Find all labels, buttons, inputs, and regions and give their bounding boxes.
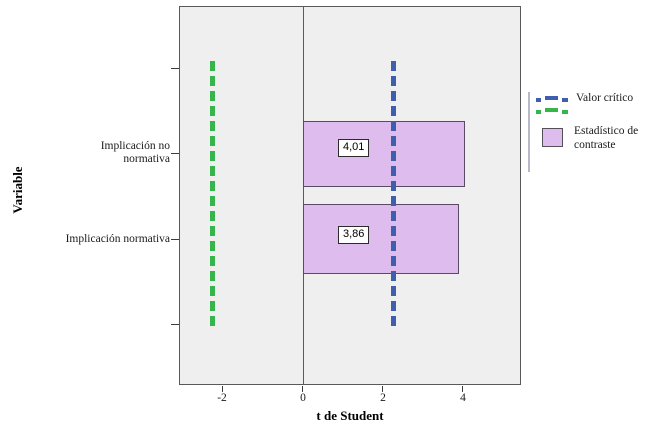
x-tick-mark-2 bbox=[382, 386, 383, 392]
bar-implicacion-normativa[interactable] bbox=[303, 204, 459, 274]
legend-swatch-purple-box bbox=[542, 128, 563, 147]
legend-dash-blue-2 bbox=[545, 96, 558, 100]
critical-value-negative-line bbox=[210, 61, 215, 327]
y-tick-mark-2 bbox=[171, 153, 179, 154]
x-tick-mark-neg2 bbox=[222, 386, 223, 392]
legend-dash-green-1 bbox=[536, 110, 541, 114]
legend-divider bbox=[528, 92, 530, 172]
y-tick-label-implicacion-no-normativa: Implicación no normativa bbox=[100, 140, 170, 165]
y-axis-title: Variable bbox=[10, 166, 25, 214]
y-tick-mark-4 bbox=[171, 324, 179, 325]
zero-reference-line bbox=[303, 7, 304, 384]
legend-dash-green-2 bbox=[545, 108, 558, 112]
x-axis: -2 0 2 4 bbox=[0, 386, 647, 410]
x-tick-label-2: 2 bbox=[380, 392, 386, 404]
legend-item-valor-critico[interactable]: Valor crítico bbox=[528, 92, 647, 119]
plot-area: 4,01 3,86 bbox=[179, 6, 521, 385]
x-tick-label-4: 4 bbox=[460, 392, 466, 404]
y-tick-mark-3 bbox=[171, 239, 179, 240]
critical-value-positive-line bbox=[391, 61, 396, 327]
bar-value-label-3-86: 3,86 bbox=[338, 226, 370, 244]
bar-implicacion-no-normativa[interactable] bbox=[303, 121, 465, 187]
y-axis bbox=[171, 0, 179, 430]
legend-swatch-dashed-lines bbox=[536, 93, 568, 119]
x-axis-title: t de Student bbox=[316, 408, 384, 423]
legend-label-valor-critico: Valor crítico bbox=[576, 92, 634, 104]
y-tick-mark-1 bbox=[171, 68, 179, 69]
legend-dash-blue-1 bbox=[536, 98, 541, 102]
legend: Valor crítico Estadístico de contraste bbox=[528, 92, 647, 172]
legend-dash-blue-3 bbox=[562, 98, 568, 102]
x-tick-label-0: 0 bbox=[300, 392, 306, 404]
bar-value-label-4-01: 4,01 bbox=[338, 139, 370, 157]
legend-item-estadistico-de-contraste[interactable]: Estadístico de contraste bbox=[528, 125, 647, 152]
x-tick-mark-0 bbox=[302, 386, 303, 392]
x-tick-label-neg2: -2 bbox=[217, 392, 227, 404]
legend-label-estadistico-de-contraste: Estadístico de contraste bbox=[574, 125, 639, 151]
legend-dash-green-3 bbox=[562, 110, 568, 114]
x-tick-mark-4 bbox=[462, 386, 463, 392]
y-tick-label-implicacion-normativa: Implicación normativa bbox=[65, 233, 170, 245]
